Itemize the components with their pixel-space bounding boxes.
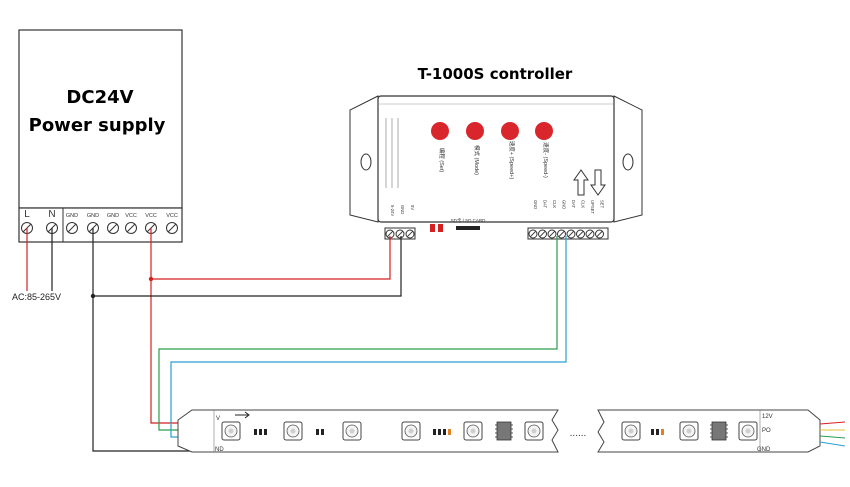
power-supply-title-line1: DC24V [66, 87, 133, 108]
screw-terminal-icon [405, 229, 415, 239]
resistor-group-icon [433, 429, 451, 435]
screw-terminal-icon [576, 229, 585, 239]
led-chip-icon [401, 421, 421, 441]
controller-title: T-1000S controller [418, 65, 573, 83]
power-terminal-label: GND [107, 213, 119, 219]
controller-buttons: 编程 (Set) 模式 (Mode) 速度+ (Speed+) 速度- (Speed-… [431, 122, 553, 179]
controller-button-label: 速度+ (Speed+) [508, 141, 516, 180]
sd-card-slot [456, 226, 480, 230]
controller-info-text [385, 118, 399, 188]
controller-terminal-label: CLK [552, 200, 557, 208]
led-chip-icon [679, 421, 699, 441]
ac-input-label: AC:85-265V [12, 292, 61, 302]
controller-output-terminals: GND DAT CLK GND DAT CLK UPSET SET [527, 200, 609, 240]
controller-button[interactable] [431, 122, 449, 140]
wires [26, 228, 567, 452]
wire-gnd-strip [92, 296, 190, 452]
resistor-group-icon [651, 429, 664, 435]
screw-terminal-icon [595, 229, 604, 239]
screw-terminal-icon [395, 229, 405, 239]
resistor-group-icon [254, 429, 267, 435]
sd-card-label: SD卡 / SD CARD [451, 217, 487, 224]
power-terminal-label: L [24, 209, 30, 220]
led-chip-icon [283, 421, 303, 441]
speed-arrows [573, 169, 606, 196]
strip-segment-2 [597, 409, 821, 453]
wire-vcc-strip [150, 279, 185, 424]
strip-left-label-gnd: ND [215, 447, 224, 453]
led-strip: V ND ...... 12V PO GND [177, 409, 846, 453]
screw-terminal-icon [107, 222, 119, 234]
led-chip-icon [738, 421, 758, 441]
power-terminal-label: VCC [125, 213, 137, 219]
controller-terminal-label: UPSET [590, 200, 595, 214]
controller-terminal-label: SET [600, 200, 605, 209]
strip-segment-1 [177, 409, 559, 453]
ic-chip-icon [710, 421, 728, 441]
wire-data-green [158, 236, 558, 431]
arrow-down-icon [590, 169, 606, 196]
controller-terminal-label: 5V [410, 205, 415, 210]
led-chip-icon [463, 421, 483, 441]
controller-terminal-label: CLK [581, 200, 586, 208]
arrow-up-icon [573, 169, 589, 196]
controller-power-terminals: 5-24V GND 5V [384, 205, 416, 240]
controller-button-label: 编程 (Set) [438, 148, 446, 173]
power-terminal-block [18, 207, 183, 243]
screw-terminal-icon [547, 229, 557, 239]
controller-button-label: 模式 (Mode) [473, 145, 481, 175]
controller-terminal-label: DAT [571, 200, 576, 209]
strip-right-label-12v: 12V [762, 414, 773, 420]
controller-terminal-label: GND [562, 200, 567, 209]
led-chip-icon [342, 421, 362, 441]
ic-chip-icon [495, 421, 513, 441]
led-chip-icon [221, 421, 241, 441]
wire-gnd-controller [92, 228, 402, 297]
power-terminal-label: GND [66, 213, 78, 219]
screw-terminal-icon [125, 222, 137, 234]
mount-hole-right [622, 153, 634, 171]
status-leds [430, 224, 443, 232]
controller-terminal-label: GND [533, 200, 538, 209]
screw-terminal-icon [66, 222, 78, 234]
screw-terminal-icon [166, 222, 178, 234]
controller: T-1000S controller 编程 (Set) 模式 (Mode) 速度+ … [349, 65, 643, 240]
controller-terminal-label: 5-24V [390, 205, 395, 216]
screw-terminal-icon [557, 229, 566, 239]
screw-terminal-icon [538, 229, 547, 239]
power-terminal-label: VCC [145, 213, 157, 219]
strip-output-wires [819, 421, 846, 447]
controller-button[interactable] [535, 122, 553, 140]
power-supply-body [18, 29, 183, 209]
screw-terminal-icon [585, 229, 595, 239]
power-terminal-label: N [48, 209, 55, 220]
screw-terminal-icon [528, 229, 538, 239]
controller-button[interactable] [466, 122, 484, 140]
strip-leds [221, 421, 758, 441]
wire-vcc-controller [150, 228, 391, 280]
screw-terminal-icon [566, 229, 576, 239]
strip-right-label-po: PO [762, 428, 771, 434]
strip-direction-arrow-icon [235, 411, 250, 419]
strip-left-label-v: V [216, 416, 220, 422]
strip-right-label-gnd: GND [757, 447, 771, 453]
power-terminal-label: VCC [166, 213, 178, 219]
led-chip-icon [524, 421, 544, 441]
wire-data-blue [170, 236, 567, 438]
controller-button[interactable] [501, 122, 519, 140]
controller-terminal-label: GND [400, 205, 405, 214]
controller-button-label: 速度- (Speed-) [542, 142, 550, 178]
mount-hole-left [360, 153, 372, 171]
resistor-group-icon [316, 429, 324, 435]
power-supply-title-line2: Power supply [29, 115, 166, 136]
power-terminal-label: GND [87, 213, 99, 219]
controller-terminal-label: DAT [543, 200, 548, 209]
screw-terminal-icon [385, 229, 395, 239]
strip-gap-marker: ...... [570, 428, 587, 439]
controller-body [377, 95, 615, 223]
led-chip-icon [621, 421, 641, 441]
